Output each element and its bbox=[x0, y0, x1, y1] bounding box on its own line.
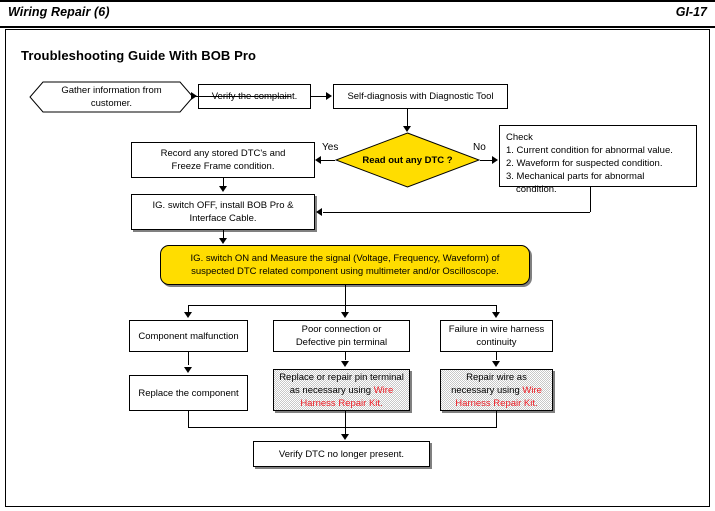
edge-merge-center bbox=[345, 411, 346, 427]
repair-kit-text: Wire bbox=[522, 384, 542, 396]
check-item-3: 3. Mechanical parts for abnormal bbox=[506, 171, 645, 182]
edge-check-left bbox=[323, 212, 590, 213]
edge-branch-left bbox=[188, 305, 189, 313]
node-replace-component: Replace the component bbox=[129, 375, 248, 411]
node-verify-dtc-cleared: Verify DTC no longer present. bbox=[253, 441, 430, 467]
check-heading: Check bbox=[506, 132, 533, 143]
node-label: Read out any DTC ? bbox=[362, 154, 453, 166]
page-header: Wiring Repair (6) GI-17 bbox=[0, 0, 715, 28]
node-component-malfunction: Component malfunction bbox=[129, 320, 248, 352]
edge-label-yes: Yes bbox=[322, 142, 339, 153]
chart-title: Troubleshooting Guide With BOB Pro bbox=[21, 48, 257, 63]
node-repair-wire: Repair wire as necessary using Wire Harn… bbox=[440, 369, 553, 411]
node-ig-switch-on-measure: IG. switch ON and Measure the signal (Vo… bbox=[160, 245, 530, 285]
node-label: Gather information from customer. bbox=[61, 85, 162, 109]
repair-kit-text-cont: Harness Repair Kit. bbox=[300, 397, 383, 409]
edge-harness-to-repairwire bbox=[496, 352, 497, 360]
edge-decision-no bbox=[480, 160, 493, 161]
node-label: Repair wire as necessary using Wire Harn… bbox=[451, 371, 542, 409]
check-item-3-cont: condition. bbox=[516, 184, 557, 195]
edge-merge-right bbox=[496, 411, 497, 427]
edge-malfunction-to-replace bbox=[188, 352, 189, 365]
node-self-diagnosis: Self-diagnosis with Diagnostic Tool bbox=[333, 84, 508, 109]
arrowhead bbox=[316, 208, 322, 216]
arrowhead bbox=[492, 156, 498, 164]
arrowhead bbox=[184, 367, 192, 373]
edge-split-bus bbox=[188, 305, 497, 306]
node-label: IG. switch OFF, install BOB Pro & Interf… bbox=[152, 200, 294, 224]
arrowhead bbox=[341, 434, 349, 440]
header-page-ref: GI-17 bbox=[675, 5, 707, 19]
node-label: Poor connection or Defective pin termina… bbox=[295, 324, 388, 348]
repair-kit-text: Wire bbox=[373, 384, 394, 396]
edge-decision-yes bbox=[321, 160, 335, 161]
node-record-dtc: Record any stored DTC's and Freeze Frame… bbox=[131, 142, 315, 178]
node-ig-switch-off: IG. switch OFF, install BOB Pro & Interf… bbox=[131, 194, 315, 230]
edge-measure-down bbox=[345, 285, 346, 305]
node-label: IG. switch ON and Measure the signal (Vo… bbox=[190, 253, 500, 277]
edge-merge-down bbox=[345, 427, 346, 435]
node-label: Record any stored DTC's and Freeze Frame… bbox=[160, 148, 286, 172]
edge-merge-left bbox=[188, 411, 189, 427]
edge-branch-center bbox=[345, 305, 346, 313]
node-repair-pin-terminal: Replace or repair pin terminal as necess… bbox=[273, 369, 410, 411]
arrowhead bbox=[492, 361, 500, 367]
edge-branch-right bbox=[496, 305, 497, 313]
arrowhead bbox=[219, 186, 227, 192]
check-item-1: 1. Current condition for abnormal value. bbox=[506, 145, 673, 156]
node-poor-connection: Poor connection or Defective pin termina… bbox=[273, 320, 410, 352]
edge-label-no: No bbox=[473, 142, 486, 153]
arrowhead bbox=[219, 238, 227, 244]
edge-igoff-to-measure bbox=[223, 230, 224, 239]
check-item-2: 2. Waveform for suspected condition. bbox=[506, 158, 663, 169]
arrowhead bbox=[184, 312, 192, 318]
node-label: Replace or repair pin terminal as necess… bbox=[279, 371, 404, 409]
arrowhead bbox=[492, 312, 500, 318]
edge-record-to-igoff bbox=[223, 178, 224, 188]
edge-gather-to-verify bbox=[194, 96, 291, 97]
edge-verify-to-selfdiag bbox=[311, 96, 328, 97]
node-check-list: Check 1. Current condition for abnormal … bbox=[499, 125, 697, 195]
node-label: Check 1. Current condition for abnormal … bbox=[506, 131, 673, 196]
node-gather-information: Gather information from customer. bbox=[29, 81, 194, 113]
arrowhead bbox=[341, 312, 349, 318]
hexagon-shape bbox=[29, 81, 194, 113]
edge-check-down bbox=[590, 187, 591, 212]
arrowhead bbox=[191, 92, 197, 100]
header-title: Wiring Repair (6) bbox=[8, 5, 110, 19]
node-label: Failure in wire harness continuity bbox=[448, 324, 545, 348]
arrowhead bbox=[341, 361, 349, 367]
arrowhead bbox=[326, 92, 332, 100]
repair-kit-text-cont: Harness Repair Kit. bbox=[455, 397, 538, 409]
edge-merge-bus bbox=[188, 427, 497, 428]
edge-selfdiag-to-decision bbox=[407, 109, 408, 129]
diamond-shape bbox=[335, 132, 480, 188]
arrowhead bbox=[315, 156, 321, 164]
node-decision-read-dtc: Read out any DTC ? bbox=[335, 132, 480, 188]
arrowhead bbox=[403, 126, 411, 132]
node-harness-failure: Failure in wire harness continuity bbox=[440, 320, 553, 352]
edge-poorconn-to-repairpin bbox=[345, 352, 346, 360]
